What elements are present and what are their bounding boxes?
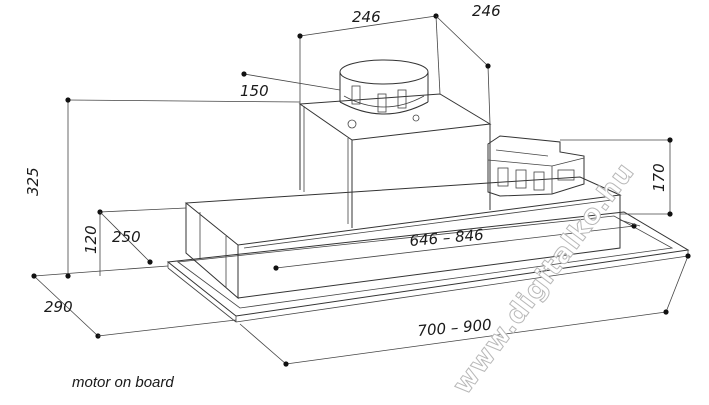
dim-total-height: 325 xyxy=(24,167,42,196)
dim-top-width: 246 xyxy=(472,2,501,20)
motor-unit xyxy=(487,135,585,197)
dim-top-depth: 246 xyxy=(352,8,381,26)
dim-outlet-diameter: 150 xyxy=(240,82,269,100)
dim-body-height: 120 xyxy=(82,225,100,254)
dim-inner-depth: 250 xyxy=(112,228,141,246)
dim-motor-height: 170 xyxy=(650,163,668,192)
chimney-box xyxy=(298,93,492,228)
caption: motor on board xyxy=(72,374,174,391)
dim-outer-depth: 290 xyxy=(44,298,73,316)
dimension-lines xyxy=(31,13,691,367)
watermark: www.digitalko.hu xyxy=(447,157,641,400)
outlet-collar xyxy=(339,59,429,129)
dim-inner-width: 646 – 846 xyxy=(409,226,485,250)
hood-body xyxy=(184,176,622,300)
bottom-plate xyxy=(166,211,690,323)
